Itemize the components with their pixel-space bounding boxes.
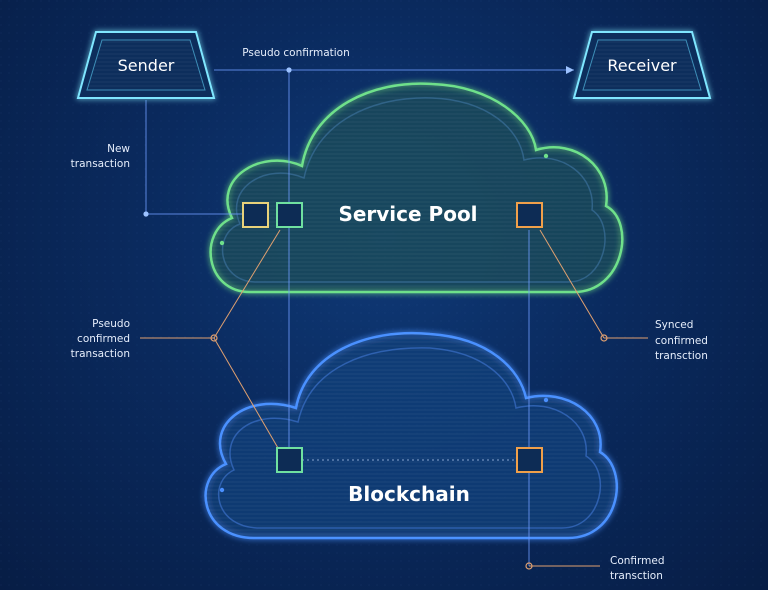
blockchain-glint (219, 487, 225, 493)
new-transaction-label-line1: New (107, 143, 130, 155)
blockchain-title: Blockchain (348, 482, 470, 506)
callout-dot (600, 334, 608, 342)
service-pool-glint (543, 153, 549, 159)
synced-label-line2: confirmed (655, 335, 708, 347)
receiver-label: Receiver (607, 56, 677, 75)
pseudo-confirmation-label: Pseudo confirmation (242, 47, 350, 59)
pseudo-confirmed-square-chain (276, 447, 303, 473)
callout-dot (525, 562, 533, 570)
pseudo-confirmed-to-chain (213, 337, 279, 449)
service-pool-title: Service Pool (338, 202, 477, 226)
blockchain-glint (543, 397, 549, 403)
synced-square-pool (516, 202, 543, 228)
junction-dot (286, 67, 292, 73)
connectors (140, 66, 648, 570)
confirmed-label-line1: Confirmed (610, 555, 665, 567)
service-pool-glint (219, 240, 225, 246)
confirmed-label-line2: transction (610, 570, 663, 582)
pseudo-confirmed-label-line1: Pseudo (92, 318, 130, 330)
pseudo-confirmed-label-line2: confirmed (77, 333, 130, 345)
pseudo-confirmed-square-pool (276, 202, 303, 228)
service-pool-cloud (209, 82, 624, 294)
pseudo-confirmed-label-line3: transaction (71, 348, 130, 360)
new-transaction-square (242, 202, 269, 228)
synced-label-line1: Synced (655, 319, 693, 331)
synced-callout-diagonal (539, 229, 605, 339)
arrow-to-receiver (566, 66, 574, 74)
sender-node: Sender (76, 31, 216, 99)
receiver-node: Receiver (572, 31, 712, 99)
blockchain-cloud (204, 331, 618, 540)
new-transaction-label-line2: transaction (71, 158, 130, 170)
confirmed-square-chain (516, 447, 543, 473)
junction-dot (143, 211, 149, 217)
sender-label: Sender (118, 56, 175, 75)
pseudo-confirmed-to-pool (213, 229, 281, 339)
transaction-squares (242, 202, 543, 473)
synced-label-line3: transction (655, 350, 708, 362)
callout-dot (210, 334, 218, 342)
